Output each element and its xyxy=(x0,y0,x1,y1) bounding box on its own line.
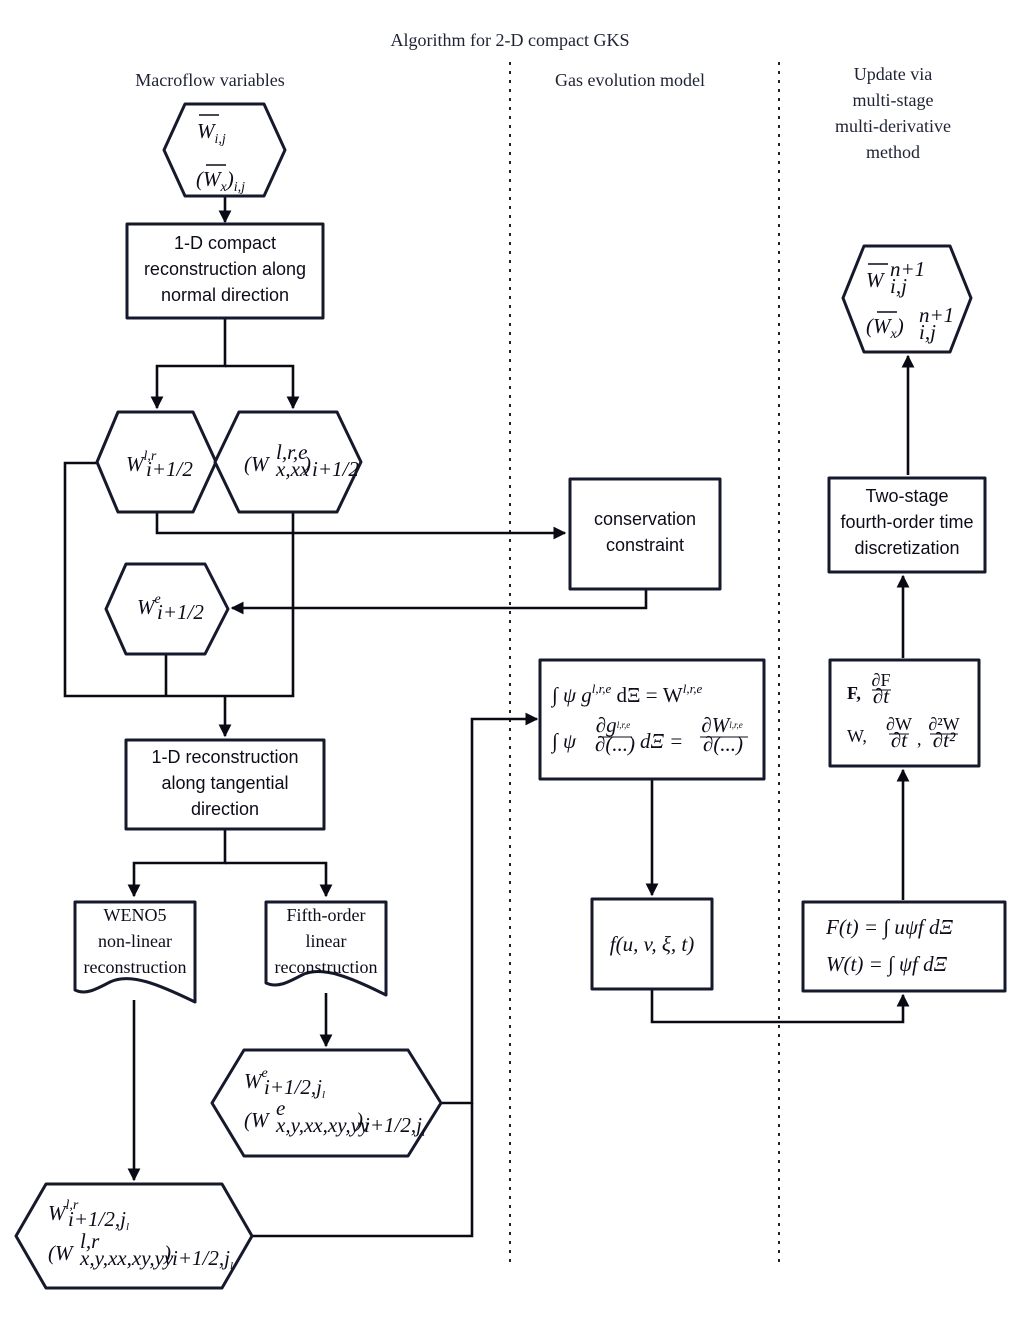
svg-text:∂W: ∂W xyxy=(886,714,912,734)
svg-text:f(u, v, ξ, t): f(u, v, ξ, t) xyxy=(610,932,694,956)
svg-text:conservation: conservation xyxy=(594,509,696,529)
svg-text:(W: (W xyxy=(244,452,271,476)
svg-text:x,xx: x,xx xyxy=(275,457,310,481)
hexagon-w-lr-half: Wl,r i+1/2 xyxy=(95,410,218,514)
svg-text:i+1/2,jl: i+1/2,jl xyxy=(264,1075,325,1101)
hexagon-updated-variables: W n+1 i,j (Wx) n+1 i,j xyxy=(841,244,973,354)
connectors xyxy=(63,196,915,1238)
svg-text:∂²W: ∂²W xyxy=(928,714,959,734)
svg-text:i+1/2,jl: i+1/2,jl xyxy=(364,1113,425,1139)
svg-text:along tangential: along tangential xyxy=(161,773,288,793)
svg-text:(Wx): (Wx) xyxy=(866,314,904,342)
svg-text:Wl,r: Wl,r xyxy=(126,449,157,476)
svg-text:∫ ψ gl,r,e dΞ = Wl,r,e: ∫ ψ gl,r,e dΞ = Wl,r,e xyxy=(550,681,702,708)
svg-text:We: We xyxy=(244,1066,268,1093)
svg-text:WENO5: WENO5 xyxy=(104,905,167,925)
svg-text:l,r,e: l,r,e xyxy=(276,440,308,464)
svg-text:(Wx)i,j: (Wx)i,j xyxy=(196,167,245,195)
svg-text:i+1/2: i+1/2 xyxy=(312,457,359,481)
box-tangential-reconstruction: 1-D reconstruction along tangential dire… xyxy=(124,738,326,831)
svg-text:W(t) = ∫ ψf dΞ: W(t) = ∫ ψf dΞ xyxy=(826,952,948,977)
svg-text:(W: (W xyxy=(244,1108,271,1132)
svg-text:∂gl,r,e: ∂gl,r,e xyxy=(596,713,630,737)
svg-text:1-D compact: 1-D compact xyxy=(174,233,276,253)
svg-text:∂F: ∂F xyxy=(872,670,891,690)
box-moment-integrals: ∫ ψ gl,r,e dΞ = Wl,r,e ∫ ψ ∂gl,r,e ∂(...… xyxy=(538,658,766,781)
svg-text:reconstruction along: reconstruction along xyxy=(144,259,306,279)
diagram-title: Algorithm for 2-D compact GKS xyxy=(391,30,630,50)
svg-text:∂(...): ∂(...) xyxy=(703,732,743,756)
svg-text:): ) xyxy=(355,1108,363,1132)
svg-text:non-linear: non-linear xyxy=(98,931,172,951)
box-distribution-function: f(u, v, ξ, t) xyxy=(590,897,714,991)
svg-text:i+1/2: i+1/2 xyxy=(157,600,204,624)
box-time-derivatives: F, ∂F ∂t W, ∂W ∂t , ∂²W ∂t² xyxy=(828,658,981,768)
svg-text:): ) xyxy=(303,452,311,476)
box-compact-reconstruction: 1-D compact reconstruction along normal … xyxy=(125,222,325,320)
svg-text:W: W xyxy=(866,268,886,292)
svg-text:reconstruction: reconstruction xyxy=(275,957,378,977)
hexagon-w-e-half: We i+1/2 xyxy=(104,562,230,656)
svg-text:x,y,xx,xy,yy: x,y,xx,xy,yy xyxy=(275,1113,370,1137)
svg-text:Wi,j: Wi,j xyxy=(197,119,226,147)
svg-text:multi-stage: multi-stage xyxy=(853,90,934,110)
svg-text:l,r: l,r xyxy=(80,1229,100,1253)
column-heading-update: Update via multi-stage multi-derivative … xyxy=(835,64,951,162)
svg-text:i,j: i,j xyxy=(890,274,907,298)
svg-text:n+1: n+1 xyxy=(919,303,954,327)
svg-text:∂t: ∂t xyxy=(873,684,890,708)
svg-text:reconstruction: reconstruction xyxy=(84,957,187,977)
hexagon-macroflow-variables: Wi,j (Wx)i,j xyxy=(162,102,287,198)
svg-text:direction: direction xyxy=(191,799,259,819)
svg-text:linear: linear xyxy=(306,931,347,951)
svg-text:1-D reconstruction: 1-D reconstruction xyxy=(151,747,298,767)
hexagon-w-lre-derivs: (W l,r,e x,xx ) i+1/2 xyxy=(213,410,363,514)
svg-text:discretization: discretization xyxy=(854,538,959,558)
document-weno5-reconstruction: WENO5 non-linear reconstruction xyxy=(73,900,197,1004)
svg-text:Fifth-order: Fifth-order xyxy=(287,905,366,925)
svg-text:fourth-order time: fourth-order time xyxy=(840,512,973,532)
svg-text:∫ ψ: ∫ ψ xyxy=(550,729,577,754)
svg-text:(W: (W xyxy=(48,1241,75,1265)
svg-text:method: method xyxy=(866,142,920,162)
svg-text:x,y,xx,xy,yy: x,y,xx,xy,yy xyxy=(79,1246,174,1270)
svg-text:e: e xyxy=(276,1096,285,1120)
svg-text:n+1: n+1 xyxy=(890,257,925,281)
column-heading-gas: Gas evolution model xyxy=(555,70,705,90)
svg-text:Wl,r: Wl,r xyxy=(48,1198,79,1225)
svg-text:i,j: i,j xyxy=(919,320,936,344)
svg-text:∂(...): ∂(...) xyxy=(595,732,635,756)
document-fifth-order-reconstruction: Fifth-order linear reconstruction xyxy=(264,900,388,997)
column-heading-macroflow: Macroflow variables xyxy=(135,70,284,90)
box-conservation-constraint: conservation constraint xyxy=(568,477,722,591)
svg-text:∂Wl,r,e: ∂Wl,r,e xyxy=(701,713,742,737)
svg-text:constraint: constraint xyxy=(606,535,684,555)
box-flux-integrals: F(t) = ∫ uψf dΞ W(t) = ∫ ψf dΞ xyxy=(801,900,1007,993)
svg-text:F(t) = ∫ uψf dΞ: F(t) = ∫ uψf dΞ xyxy=(825,915,953,940)
svg-text:,: , xyxy=(917,729,922,749)
svg-text:W,: W, xyxy=(847,726,867,746)
svg-text:∂t: ∂t xyxy=(891,728,908,752)
svg-text:normal direction: normal direction xyxy=(161,285,289,305)
hexagon-w-e-quadrature: We i+1/2,jl (W e x,y,xx,xy,yy ) i+1/2,jl xyxy=(210,1048,443,1158)
svg-text:Two-stage: Two-stage xyxy=(865,486,948,506)
svg-text:i+1/2,jl: i+1/2,jl xyxy=(68,1207,129,1233)
svg-text:i+1/2: i+1/2 xyxy=(146,457,193,481)
box-two-stage-time-discretization: Two-stage fourth-order time discretizati… xyxy=(827,476,987,574)
svg-text:): ) xyxy=(163,1241,171,1265)
svg-text:∂t²: ∂t² xyxy=(933,728,956,752)
svg-text:dΞ =: dΞ = xyxy=(640,729,683,753)
svg-text:Update via: Update via xyxy=(854,64,932,84)
svg-text:F,: F, xyxy=(847,683,861,703)
svg-text:multi-derivative: multi-derivative xyxy=(835,116,951,136)
hexagon-w-lr-quadrature: Wl,r i+1/2,jl (W l,r x,y,xx,xy,yy ) i+1/… xyxy=(14,1182,254,1290)
svg-text:We: We xyxy=(137,592,161,619)
svg-text:i+1/2,jl: i+1/2,jl xyxy=(172,1246,233,1272)
